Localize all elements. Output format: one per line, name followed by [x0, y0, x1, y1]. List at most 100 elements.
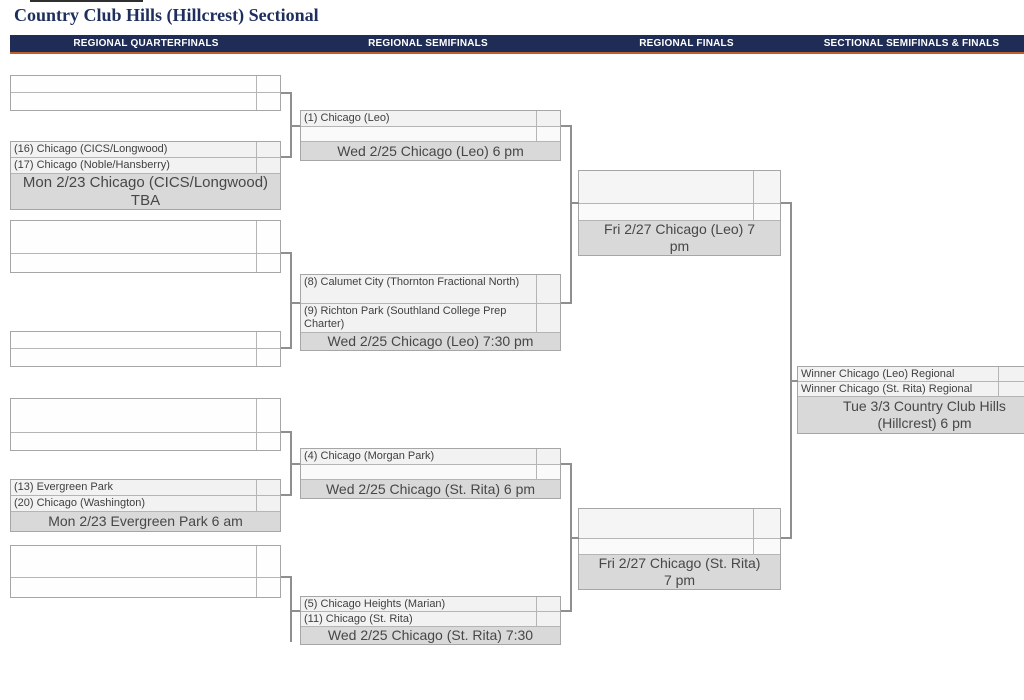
top-edge-line	[30, 0, 143, 2]
score-column-divider	[998, 367, 999, 397]
team-slot	[11, 76, 280, 93]
page-title: Country Club Hills (Hillcrest) Sectional	[14, 5, 319, 25]
team-slot: (9) Richton Park (Southland College Prep…	[301, 304, 560, 333]
match-qf6: (13) Evergreen Park (20) Chicago (Washing…	[10, 479, 281, 532]
team-slot: (20) Chicago (Washington)	[11, 496, 280, 512]
column-header-regional-finals: REGIONAL FINALS	[639, 38, 734, 49]
game-info-line: 7 pm	[663, 572, 696, 588]
game-info-line: pm	[669, 238, 690, 254]
game-info: Wed 2/25 Chicago (Leo) 7:30 pm	[301, 333, 560, 350]
match-sf3: (4) Chicago (Morgan Park) Wed 2/25 Chicag…	[300, 448, 561, 499]
score-column-divider	[753, 509, 754, 555]
bracket-connector	[570, 125, 572, 304]
match-sf1: (1) Chicago (Leo) Wed 2/25 Chicago (Leo) …	[300, 110, 561, 161]
column-header-sectional-semifinals-finals: SECTIONAL SEMIFINALS & FINALS	[823, 38, 1000, 49]
team-slot: (5) Chicago Heights (Marian)	[301, 597, 560, 612]
game-info-line: Tue 3/3 Country Club Hills	[843, 398, 1006, 415]
team-slot	[11, 93, 280, 110]
score-column-divider	[256, 221, 257, 272]
team-slot: (1) Chicago (Leo)	[301, 111, 560, 127]
team-slot	[11, 399, 280, 433]
team-name: Winner Chicago (St. Rita) Regional	[801, 383, 973, 395]
team-slot	[11, 254, 280, 272]
team-slot: (4) Chicago (Morgan Park)	[301, 449, 560, 465]
team-name: (16) Chicago (CICS/Longwood)	[14, 143, 168, 155]
game-info-line: (Hillcrest) 6 pm	[877, 415, 972, 431]
game-info-line: Mon 2/23 Chicago (CICS/Longwood)	[22, 174, 269, 191]
bracket-connector	[281, 347, 291, 349]
bracket-connector	[790, 380, 798, 382]
team-name: (20) Chicago (Washington)	[14, 497, 146, 509]
bracket-connector	[281, 252, 291, 254]
match-qf3	[10, 220, 281, 273]
bracket-connector	[290, 302, 300, 304]
team-name: (17) Chicago (Noble/Hansberry)	[14, 159, 170, 171]
bracket-connector	[561, 125, 571, 127]
bracket-connector	[781, 202, 791, 204]
bracket-connector	[281, 494, 291, 496]
team-name: (4) Chicago (Morgan Park)	[304, 450, 435, 462]
team-slot	[301, 127, 560, 142]
bracket-connector	[561, 463, 571, 465]
bracket-connector	[570, 202, 579, 204]
score-column-divider	[536, 111, 537, 142]
game-info: Mon 2/23 Chicago (CICS/Longwood)TBA	[11, 174, 280, 209]
bracket-connector	[570, 537, 579, 539]
team-slot	[11, 546, 280, 578]
team-name: (1) Chicago (Leo)	[304, 112, 390, 124]
score-column-divider	[753, 171, 754, 221]
game-info-line: TBA	[130, 191, 161, 209]
bracket-connector	[281, 92, 291, 94]
team-slot	[579, 509, 780, 539]
team-slot: (13) Evergreen Park	[11, 480, 280, 496]
game-info-line: Fri 2/27 Chicago (St. Rita)	[598, 555, 761, 572]
game-info: Tue 3/3 Country Club Hills(Hillcrest) 6 …	[798, 397, 1024, 433]
team-name: (13) Evergreen Park	[14, 481, 114, 493]
team-slot	[579, 539, 780, 555]
match-qf1	[10, 75, 281, 111]
game-info-line: Wed 2/25 Chicago (St. Rita) 6 pm	[325, 480, 536, 497]
team-slot	[301, 465, 560, 480]
game-info-line: Wed 2/25 Chicago (Leo) 7:30 pm	[327, 333, 534, 350]
team-slot	[11, 332, 280, 349]
score-column-divider	[256, 399, 257, 450]
game-info: Mon 2/23 Evergreen Park 6 am	[11, 512, 280, 531]
score-column-divider	[536, 449, 537, 480]
team-name: (8) Calumet City (Thornton Fractional No…	[304, 276, 520, 288]
game-info: Wed 2/25 Chicago (Leo) 6 pm	[301, 142, 560, 160]
game-info: Fri 2/27 Chicago (St. Rita)7 pm	[579, 555, 780, 589]
score-column-divider	[256, 76, 257, 110]
match-rf2: Fri 2/27 Chicago (St. Rita)7 pm	[578, 508, 781, 590]
game-info: Wed 2/25 Chicago (St. Rita) 7:30	[301, 627, 560, 644]
bracket-connector	[290, 463, 300, 465]
bracket-connector	[561, 302, 571, 304]
team-slot: Winner Chicago (St. Rita) Regional	[798, 382, 1024, 397]
team-slot	[11, 433, 280, 450]
game-info-line: Wed 2/25 Chicago (Leo) 6 pm	[337, 142, 524, 159]
score-column-divider	[256, 332, 257, 366]
bracket-connector	[290, 125, 300, 127]
team-name: (9) Richton Park (Southland College Prep…	[304, 305, 507, 330]
bracket-connector	[281, 576, 291, 578]
team-name: (5) Chicago Heights (Marian)	[304, 598, 446, 610]
team-slot: (11) Chicago (St. Rita)	[301, 612, 560, 627]
column-header-regional-quarterfinals: REGIONAL QUARTERFINALS	[73, 38, 219, 49]
game-info-line: Fri 2/27 Chicago (Leo) 7	[604, 221, 755, 238]
score-column-divider	[256, 546, 257, 597]
team-name: Winner Chicago (Leo) Regional	[801, 368, 955, 380]
round-header-bar: REGIONAL QUARTERFINALS REGIONAL SEMIFINA…	[10, 35, 1024, 54]
team-slot: Winner Chicago (Leo) Regional	[798, 367, 1024, 382]
team-name: (11) Chicago (St. Rita)	[304, 613, 413, 625]
team-slot	[11, 349, 280, 366]
bracket-connector	[781, 537, 791, 539]
column-header-regional-semifinals: REGIONAL SEMIFINALS	[368, 38, 488, 49]
team-slot	[579, 204, 780, 221]
match-sf4: (5) Chicago Heights (Marian) (11) Chicago…	[300, 596, 561, 645]
game-info-line: Mon 2/23 Evergreen Park 6 am	[48, 513, 243, 530]
bracket-connector	[790, 202, 792, 539]
match-qf4	[10, 331, 281, 367]
